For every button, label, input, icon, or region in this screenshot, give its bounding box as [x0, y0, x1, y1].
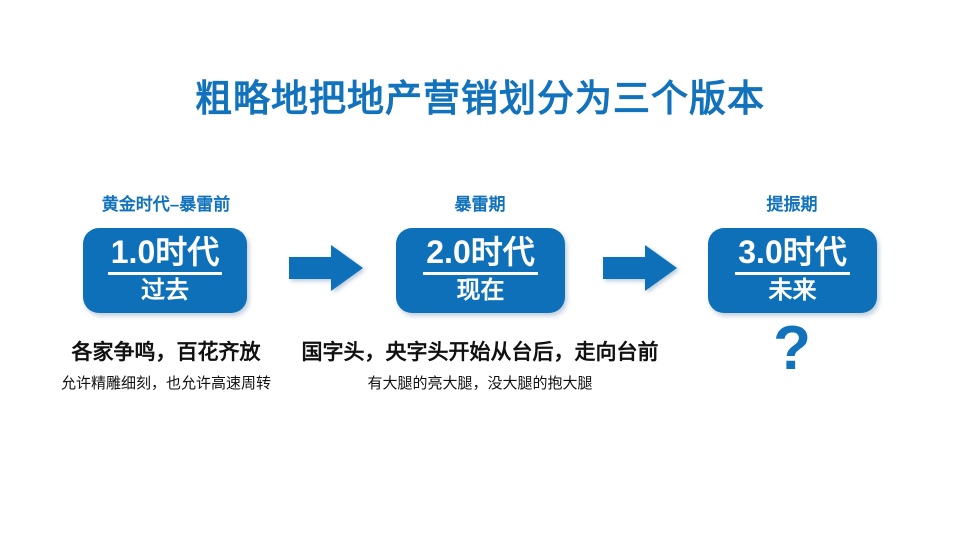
arrow-right-icon	[603, 245, 677, 291]
stage-2-label: 暴雷期	[454, 195, 506, 214]
stage-1-label: 黄金时代–暴雷前	[101, 195, 231, 214]
stage-1-note-small: 允许精雕细刻，也允许高速周转	[60, 375, 272, 392]
stage-3-question-mark: ?	[773, 314, 811, 383]
stage-3-era-period: 未来	[768, 277, 817, 305]
arrow-right-icon	[289, 245, 363, 291]
stage-2-note-small: 有大腿的亮大腿，没大腿的抱大腿	[367, 375, 593, 392]
stage-2-box: 2.0时代 现在	[396, 228, 565, 313]
stage-1-note-bold: 各家争鸣，百花齐放	[71, 341, 261, 364]
stage-3-box: 3.0时代 未来	[708, 228, 877, 313]
stage-1-era-period: 过去	[141, 277, 189, 305]
stage-2-note-bold: 国字头，央字头开始从台后，走向台前	[301, 341, 659, 364]
stage-2-era-period: 现在	[456, 277, 505, 305]
stage-3-era-title: 3.0时代	[735, 236, 850, 276]
stage-3-label: 提振期	[766, 195, 818, 214]
page-title: 粗略地把地产营销划分为三个版本	[195, 78, 765, 119]
stage-1-era-title: 1.0时代	[107, 236, 223, 276]
stage-2-era-title: 2.0时代	[423, 236, 538, 276]
stage-1-box: 1.0时代 过去	[83, 228, 247, 313]
